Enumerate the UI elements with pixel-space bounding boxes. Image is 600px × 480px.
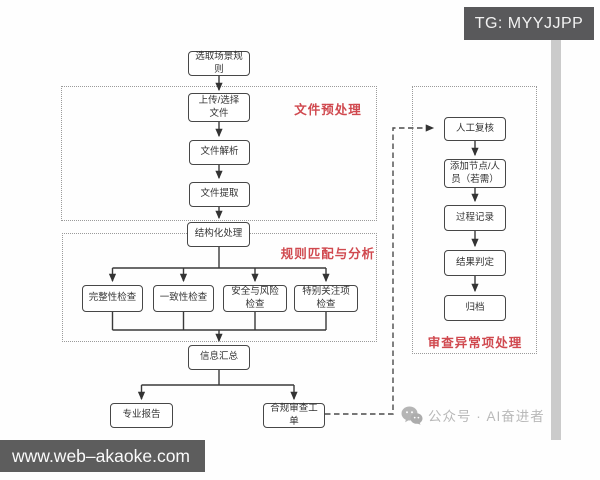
node-check-completeness: 完整性检查 [82, 285, 143, 312]
group-label-rule-match: 规则匹配与分析 [280, 247, 376, 261]
node-archive: 归档 [444, 295, 506, 321]
node-select-rules: 选取场景规则 [188, 51, 250, 76]
node-info-summary: 信息汇总 [188, 345, 250, 370]
group-label-file-preprocess: 文件预处理 [294, 103, 362, 117]
node-upload-file: 上传/选择 文件 [188, 93, 250, 122]
node-file-extract: 文件提取 [189, 182, 250, 207]
group-label-exception: 审查异常项处理 [427, 336, 523, 350]
group-box-exception [412, 86, 537, 354]
account-watermark-text: 公众号 · AI奋进者 [428, 409, 545, 424]
node-file-parse: 文件解析 [189, 140, 250, 165]
node-process-record: 过程记录 [444, 205, 506, 231]
node-check-special-items: 特别关注项 检查 [294, 285, 358, 312]
vertical-gray-bar [551, 40, 561, 440]
node-result-judgement: 结果判定 [444, 250, 506, 276]
account-watermark: 公众号 · AI奋进者 [401, 405, 545, 425]
wechat-icon [401, 406, 423, 425]
website-badge-text: www.web–akaoke.com [12, 445, 190, 466]
node-check-security-risk: 安全与风险 检查 [223, 285, 287, 312]
node-professional-report: 专业报告 [110, 403, 173, 428]
website-watermark-badge: www.web–akaoke.com [0, 440, 205, 472]
node-check-consistency: 一致性检查 [153, 285, 214, 312]
tg-watermark-badge: TG: MYYJJPP [464, 7, 594, 40]
node-manual-review: 人工复核 [444, 117, 506, 141]
node-add-personnel: 添加节点/人 员（若需） [444, 159, 506, 188]
tg-badge-text: TG: MYYJJPP [474, 14, 584, 32]
node-structure-process: 结构化处理 [187, 222, 250, 247]
node-compliance-ticket: 合规审查工单 [263, 403, 325, 428]
